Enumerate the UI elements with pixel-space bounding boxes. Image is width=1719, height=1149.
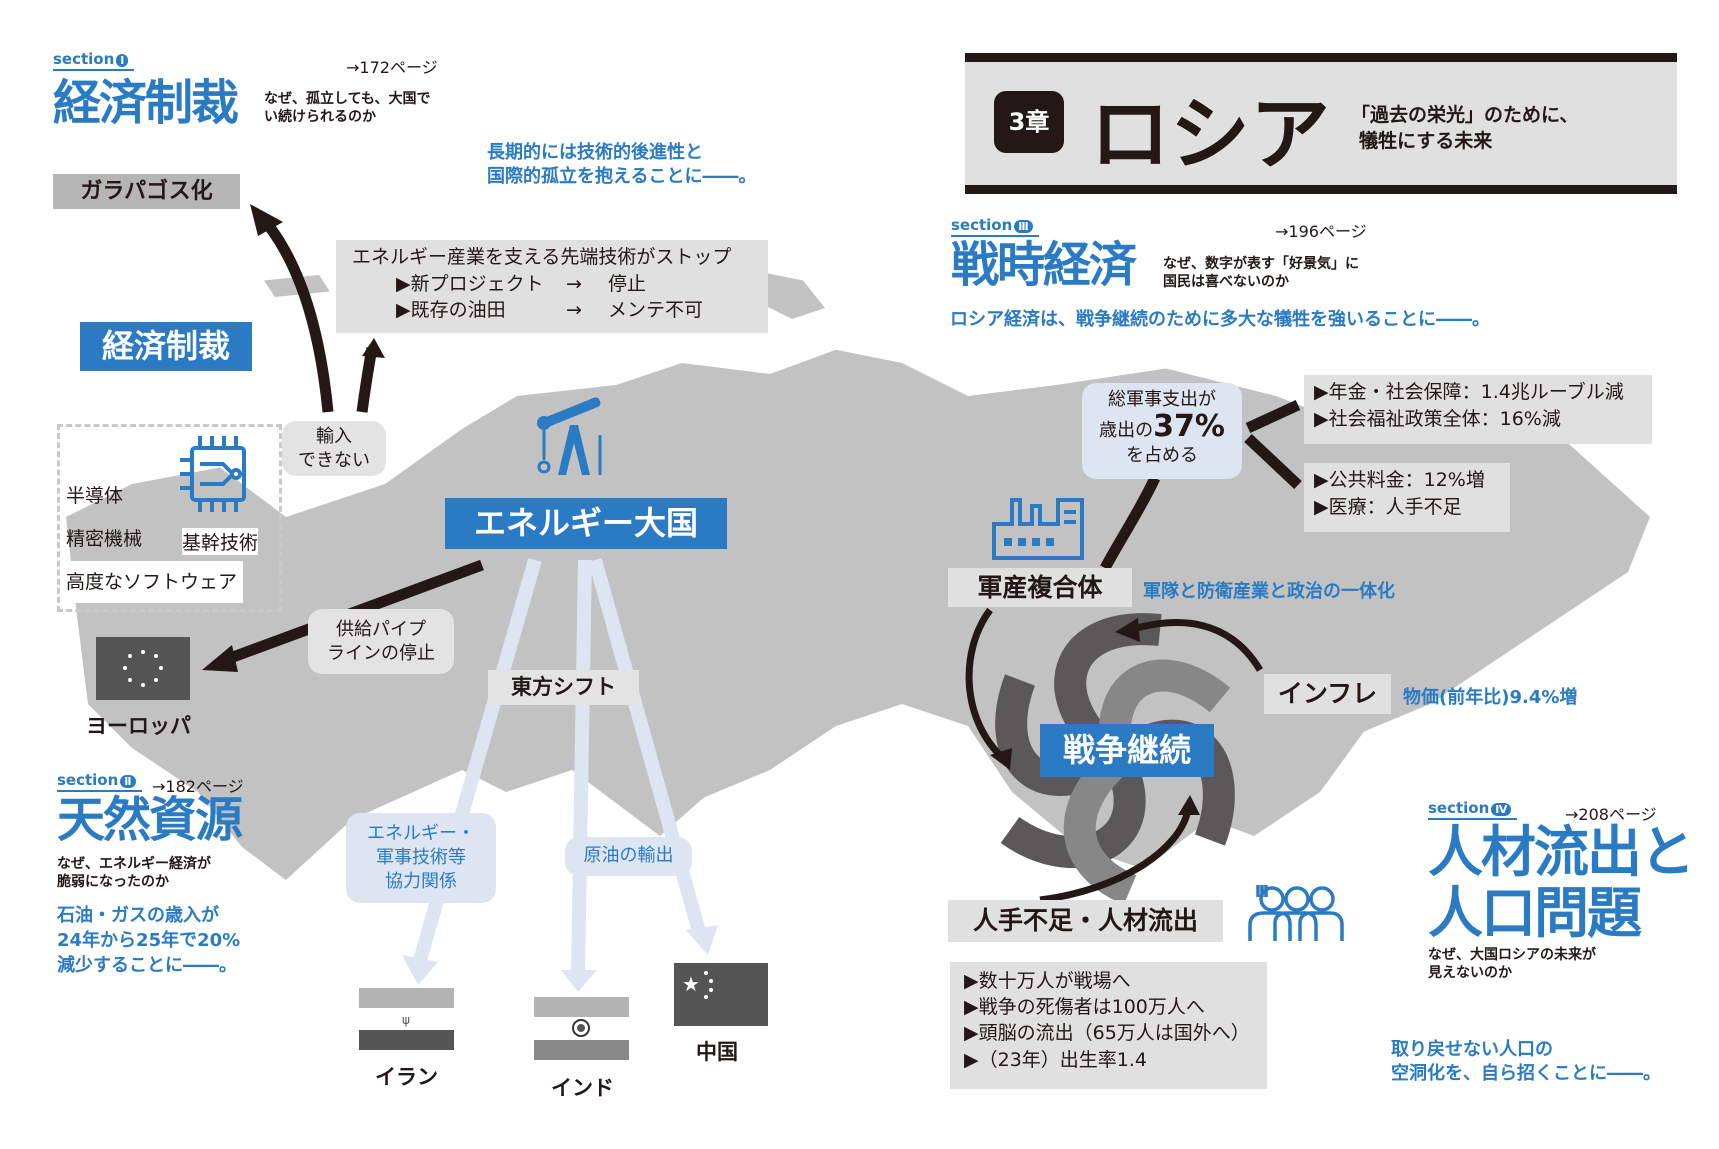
people-icon [1248,885,1344,941]
galapagos-box: ガラパゴス化 [53,174,240,209]
oil-export-bubble: 原油の輸出 [565,837,692,876]
section-4-conclusion: 取り戻せない人口の空洞化を、自ら招くことに――。 [1391,1039,1661,1085]
tech-list: 半導体精密機械高度なソフトウェア [66,475,244,604]
tech-stop-box: エネルギー産業を支える先端技術がストップ ▶新プロジェクト→停止 ▶既存の油田→… [336,240,768,333]
mic-box: 軍産複合体 [948,568,1132,607]
china-label: 中国 [696,1040,738,1064]
energy-power-box: エネルギー大国 [445,498,727,549]
cooperation-bubble: エネルギー・軍事技術等協力関係 [346,813,496,903]
svg-text:★: ★ [682,972,700,996]
iran-flag: ψ [359,988,454,1050]
import-bubble: 輸入できない [282,421,386,476]
section-1-subtitle: なぜ、孤立しても、大国でい続けられるのか [264,91,431,126]
section-3-page-ref[interactable]: →196ページ [1275,222,1367,241]
chapter-banner: 3章 ロシア 「過去の栄光」のために、犠牲にする未来 [965,53,1677,194]
section-1-page-ref[interactable]: →172ページ [346,58,438,77]
chip-icon [180,436,246,512]
east-shift-box: 東方シフト [488,670,639,705]
india-flag [534,997,629,1060]
section-4-subtitle: なぜ、大国ロシアの未来が見えないのか [1428,947,1596,982]
section-2-title: 天然資源 [57,792,243,848]
section-2-subtitle: なぜ、エネルギー経済が脆弱になったのか [57,856,211,891]
oil-pump-icon [537,397,602,475]
labor-list-box: ▶数十万人が戦場へ▶戦争の死傷者は100万人へ▶頭脳の流出（65万人は国外へ）▶… [950,962,1267,1089]
section-3-title: 戦時経済 [951,237,1137,293]
section-1-conclusion: 長期的には技術的後進性と国際的孤立を抱えることに――。 [487,142,757,188]
chapter-badge: 3章 [994,91,1064,153]
pipeline-bubble: 供給パイプラインの停止 [308,609,454,674]
chapter-subtitle: 「過去の栄光」のために、犠牲にする未来 [1351,104,1579,152]
core-tech-label: 基幹技術 [182,528,259,555]
section-1-title: 経済制裁 [53,75,239,131]
war-continuation-box: 戦争継続 [1040,724,1214,777]
military-spend-bubble: 総軍事支出が 歳出の37% を占める [1082,383,1242,479]
inflation-box: インフレ [1264,674,1391,714]
tech-list-box [57,424,282,612]
section-3-conclusion: ロシア経済は、戦争継続のために多大な犠牲を強いることに――。 [950,309,1490,330]
europe-label: ヨーロッパ [86,714,191,738]
section-4-page-ref[interactable]: →208ページ [1565,805,1657,824]
public-cost-box: ▶公共料金：12%増▶医療：人手不足 [1304,463,1510,532]
chapter-title: ロシア [1090,87,1330,181]
section-2-page-ref[interactable]: →182ページ [152,777,244,796]
india-label: インド [551,1076,614,1100]
mic-description: 軍隊と防衛産業と政治の一体化 [1143,581,1395,602]
china-flag: ★ [674,963,768,1026]
inflation-description: 物価(前年比)9.4%増 [1403,687,1578,708]
social-cuts-box: ▶年金・社会保障：1.4兆ルーブル減▶社会福祉政策全体：16%減 [1304,375,1652,444]
labor-shortage-box: 人手不足・人材流出 [948,900,1223,942]
section-3-subtitle: なぜ、数字が表す「好景気」に国民は喜べないのか [1163,256,1359,291]
section-4-title: 人材流出と人口問題 [1428,820,1695,945]
sanctions-box: 経済制裁 [80,322,252,371]
svg-text:ψ: ψ [402,1013,410,1027]
factory-icon [992,498,1084,560]
iran-label: イラン [375,1065,438,1089]
eu-flag [96,637,190,700]
